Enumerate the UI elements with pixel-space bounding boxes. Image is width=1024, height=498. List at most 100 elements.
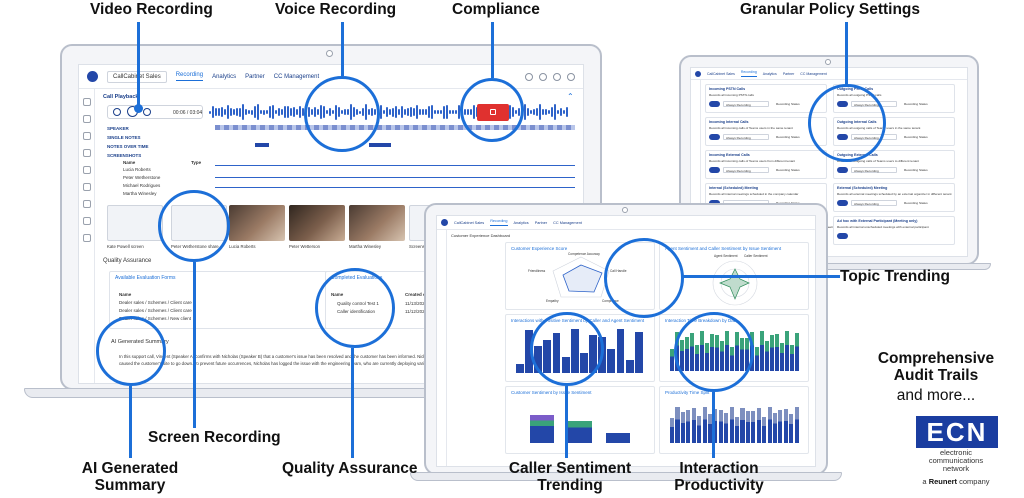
gear-icon[interactable] [82,234,91,242]
policy-mode-dropdown[interactable]: Always Recording [723,167,769,173]
phone-icon[interactable] [82,115,91,123]
chart-bar [718,409,723,443]
policy-mode-dropdown[interactable]: Always Recording [723,101,769,107]
policy-card-desc: Records all incoming calls of Teams user… [709,126,793,130]
user-icon[interactable] [567,72,575,81]
help-icon[interactable] [553,72,561,81]
waveform-bar [431,104,433,120]
waveform-bar [398,109,400,115]
chart-bar [616,329,625,373]
connector-line [845,22,848,86]
track-line [215,187,575,188]
policy-mode-dropdown[interactable]: Always Recording [851,167,897,173]
collapse-chevron-icon[interactable]: ⌃ [567,92,574,101]
document-icon[interactable] [82,149,91,157]
policy-toggle[interactable] [837,233,848,239]
waveform-bar [242,104,244,120]
waveform-bar [224,108,226,116]
note-marker[interactable] [255,143,269,147]
waveform-bar [554,104,556,120]
video-thumbnail[interactable] [229,205,285,241]
callout-voice-recording: Voice Recording [275,1,397,18]
video-thumbnail[interactable] [289,205,345,241]
settings-icon[interactable] [525,72,533,81]
participant-row[interactable]: Peter Wetherstone [123,175,161,180]
form-row[interactable]: Dealer sales / Schemes / Client care [119,308,192,313]
tab-recording[interactable]: Recording [175,72,204,81]
waveform-bar [209,110,211,114]
chart-bar [767,407,772,443]
shield-icon[interactable] [82,217,91,225]
calendar-icon[interactable] [82,200,91,208]
productivity-time-chart[interactable]: Productivity Time Split [659,386,809,454]
app-logo [87,71,98,82]
waveform-bar [386,106,388,118]
connector-line [351,348,354,458]
callout-ai-summary: AI Generated Summary [81,460,179,494]
dashboard-icon[interactable] [82,98,91,106]
participant-row[interactable]: Michael Rodrigues [123,183,161,188]
chart-icon[interactable] [82,132,91,140]
participant-row[interactable]: Lucia Roberts [123,167,151,172]
tab-partner[interactable]: Partner [782,71,795,76]
participant-row[interactable]: Martha Winesley [123,191,157,196]
chart-bar [670,349,674,371]
speaker-track [215,125,575,130]
chart-bar [670,417,675,443]
connector-line [193,262,196,428]
globe-icon[interactable] [82,183,91,191]
main-laptop-camera [326,50,333,57]
tab-partner[interactable]: Partner [534,220,548,225]
tab-recording[interactable]: Recording [490,219,508,226]
note-marker[interactable] [369,143,391,147]
ecn-tagline-line: electronic [939,448,973,457]
callout-audit-trails: Comprehensive Audit Trails [877,350,995,384]
quality-assurance-title: Quality Assurance [103,258,152,264]
policy-toggle[interactable] [709,167,720,173]
tab-analytics[interactable]: Analytics [762,71,777,76]
form-row[interactable]: Dealer sales / Schemes / New client [119,316,192,321]
policy-app-topbar: CallCabinet Sales Recording Analytics Pa… [691,68,967,80]
reunert-prefix: a [922,477,927,486]
policy-toggle[interactable] [837,200,848,206]
policy-mode-dropdown[interactable]: Always Recording [851,200,897,206]
waveform-bar [380,104,382,120]
form-row[interactable]: Dealer sales / Schemes / Client care [119,300,192,305]
theme-icon[interactable] [539,72,547,81]
policy-toggle[interactable] [837,167,848,173]
waveform-bar [539,104,541,120]
thumbnail-label: Lucia Roberts [229,244,256,249]
policy-mode-dropdown[interactable]: Always Recording [723,134,769,140]
policy-status-label: Recording Status [776,135,800,139]
rewind-icon[interactable] [113,108,121,116]
tab-analytics[interactable]: Analytics [513,220,529,225]
forward-icon[interactable] [143,108,151,116]
policy-toggle[interactable] [709,101,720,107]
chart-title: Agent Sentiment and Caller Sentiment by … [665,246,782,251]
video-thumbnail[interactable] [349,205,405,241]
customer-sentiment-chart[interactable]: Customer Sentiment by Issue Sentiment [505,386,655,454]
policy-card-desc: Records all internal unscheduled meeting… [837,225,929,229]
waveform-bar [296,109,298,115]
waveform-bar [536,107,538,117]
policy-status-label: Recording Status [904,102,928,106]
policy-toggle[interactable] [709,134,720,140]
reunert-name: Reunert [928,477,958,486]
tab-cc-management[interactable]: CC Management [800,71,827,76]
tab-cc-management[interactable]: CC Management [553,220,582,225]
policy-mode-value: Always Recording [854,201,879,206]
playback-time: 00:06 / 03:04 [173,110,203,116]
screen-share-thumbnail[interactable] [107,205,163,241]
tab-analytics[interactable]: Analytics [212,73,237,80]
workspace-select[interactable]: CallCabinet Sales [707,71,735,76]
tab-cc-management[interactable]: CC Management [273,73,320,80]
ecn-tagline-line: communications [928,456,984,465]
ai-summary-text: caused the customer's site to go down. T… [119,361,443,366]
stacked-bar [568,421,592,443]
tab-recording[interactable]: Recording [740,70,757,77]
workspace-select[interactable]: CallCabinet Sales [107,70,167,83]
tab-partner[interactable]: Partner [245,73,265,80]
workspace-select[interactable]: CallCabinet Sales [454,220,485,225]
activity-icon[interactable] [82,166,91,174]
